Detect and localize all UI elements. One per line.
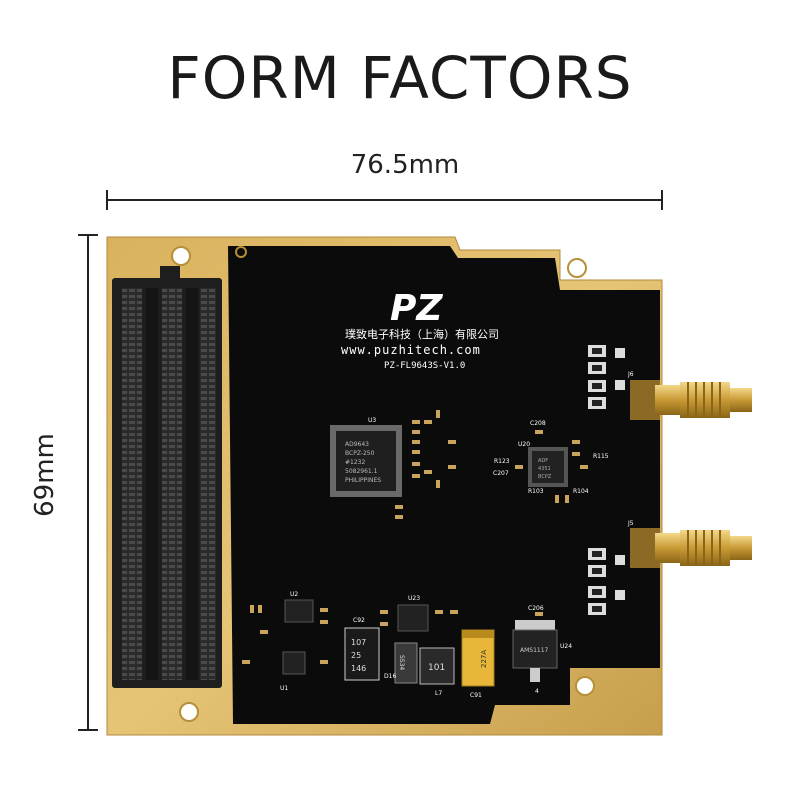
svg-text:BCPZ-250: BCPZ-250 — [345, 450, 375, 457]
svg-text:U2: U2 — [290, 591, 298, 598]
svg-text:#1232: #1232 — [345, 459, 365, 466]
svg-text:ADF: ADF — [538, 458, 548, 464]
mounting-holes — [171, 246, 595, 722]
pz-logo-icon: PZ — [390, 288, 443, 329]
svg-text:5082961.1: 5082961.1 — [345, 468, 378, 475]
svg-text:U3: U3 — [368, 417, 376, 424]
svg-text:C91: C91 — [470, 692, 482, 699]
svg-text:J5: J5 — [627, 520, 634, 527]
website-text: www.puzhitech.com — [341, 343, 481, 357]
svg-text:R103: R103 — [528, 488, 544, 495]
svg-text:C207: C207 — [493, 470, 509, 477]
company-name: 璞致电子科技（上海）有限公司 — [345, 327, 499, 341]
pll-chip-u20: ADF 4351 BCPZ U20 C208 R115 R123 C207 R1… — [493, 420, 609, 495]
svg-text:PHILIPPINES: PHILIPPINES — [345, 477, 381, 484]
svg-text:101: 101 — [428, 663, 445, 673]
fmc-connector — [112, 266, 222, 688]
svg-text:227A: 227A — [480, 650, 488, 668]
height-dimension-line — [78, 234, 98, 731]
sma-connector-j6: J6 — [627, 371, 752, 420]
model-text: PZ-FL9643S-V1.0 — [384, 361, 465, 371]
svg-text:AMS1117: AMS1117 — [520, 647, 549, 654]
rf-passives — [588, 345, 625, 615]
width-dimension-label: 76.5mm — [350, 150, 460, 180]
svg-text:25: 25 — [351, 651, 361, 660]
svg-text:C208: C208 — [530, 420, 546, 427]
svg-text:C206: C206 — [528, 605, 544, 612]
power-section: U2 U23 U1 107 25 146 C92 SS34 D16 101 L7… — [280, 591, 572, 699]
svg-text:SS34: SS34 — [398, 655, 405, 670]
svg-text:U1: U1 — [280, 685, 288, 692]
svg-text:U20: U20 — [518, 441, 530, 448]
svg-text:J6: J6 — [627, 371, 634, 378]
adc-chip-u3: AD9643 BCPZ-250 #1232 5082961.1 PHILIPPI… — [330, 417, 402, 497]
svg-text:146: 146 — [351, 664, 366, 673]
pcb-solder-mask — [228, 246, 660, 724]
svg-text:C92: C92 — [353, 617, 365, 624]
svg-text:4: 4 — [535, 688, 539, 695]
svg-text:R123: R123 — [494, 458, 510, 465]
svg-text:AD9643: AD9643 — [345, 441, 369, 448]
svg-text:U23: U23 — [408, 595, 420, 602]
svg-text:R104: R104 — [573, 488, 589, 495]
passive-components-u3 — [395, 410, 456, 519]
svg-text:BCPZ: BCPZ — [538, 474, 552, 480]
svg-text:PZ: PZ — [390, 288, 443, 329]
svg-text:L7: L7 — [435, 690, 442, 697]
width-dimension-line — [106, 190, 663, 210]
svg-text:U24: U24 — [560, 643, 572, 650]
svg-text:107: 107 — [351, 638, 366, 647]
sma-connector-j5: J5 — [627, 520, 752, 568]
page-title: FORM FACTORS — [167, 44, 633, 112]
svg-text:4351: 4351 — [538, 466, 551, 472]
svg-text:D16: D16 — [384, 673, 396, 680]
svg-text:R115: R115 — [593, 453, 609, 460]
